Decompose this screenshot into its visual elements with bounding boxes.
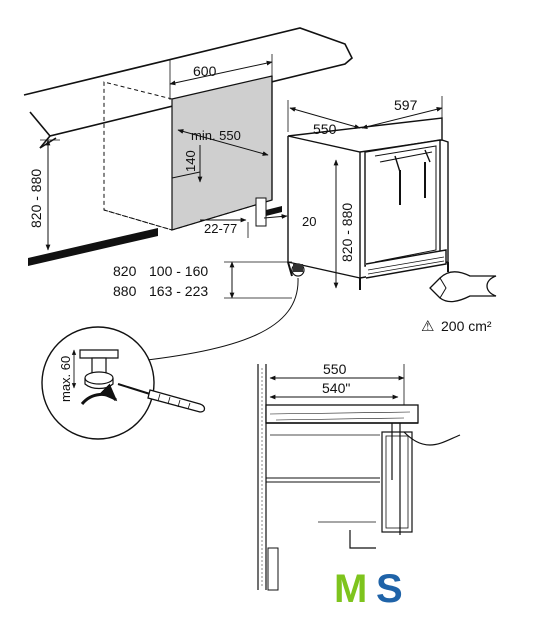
- screwdriver-icon: [117, 383, 206, 413]
- clearance-label: 20: [302, 214, 316, 229]
- appliance-height-label: 820 - 880: [339, 203, 355, 262]
- niche-height-label: 820 - 880: [28, 169, 44, 228]
- feet-row1-range: 100 - 160: [149, 263, 208, 279]
- ms-logo: M S: [334, 567, 403, 611]
- ventilation-area-label: 200 cm²: [441, 318, 492, 334]
- foot-detail: max. 60: [41, 326, 155, 440]
- offset-range-dimension: 22-77: [200, 217, 249, 238]
- appliance: [287, 117, 449, 290]
- feet-table: 820 100 - 160 880 163 - 223: [113, 261, 292, 299]
- niche-depth-dimension: min. 550: [177, 128, 269, 156]
- appliance-width-dimension: 597: [361, 96, 443, 130]
- feet-row2-height: 880: [113, 283, 137, 299]
- appliance-height-dimension: 820 - 880: [333, 159, 355, 289]
- section-detail: 550 540": [257, 361, 461, 591]
- ventilation-label-group: ⚠ 200 cm²: [421, 318, 492, 335]
- niche-height-dimension: 820 - 880: [28, 139, 60, 251]
- floor-plinth: [28, 206, 282, 266]
- appliance-width-label: 597: [394, 97, 418, 113]
- appliance-depth-dimension: 550: [287, 100, 361, 137]
- adjustable-foot: [129, 263, 305, 363]
- warning-icon: ⚠: [421, 318, 434, 335]
- clearance-dimension: 20: [263, 214, 316, 229]
- offset-140-dimension: 140: [183, 145, 203, 183]
- foot-max-label: max. 60: [58, 356, 73, 402]
- feet-row2-range: 163 - 223: [149, 283, 208, 299]
- section-dim-550-label: 550: [323, 361, 347, 377]
- section-dim-540-label: 540": [322, 380, 350, 396]
- feet-row1-height: 820: [113, 263, 137, 279]
- offset-140-label: 140: [183, 150, 198, 172]
- logo-letter-m: M: [334, 567, 367, 611]
- ventilation-arrow: [429, 271, 497, 303]
- niche-width-label: 600: [193, 63, 217, 79]
- logo-letter-s: S: [376, 567, 403, 611]
- appliance-depth-label: 550: [313, 121, 337, 137]
- offset-range-label: 22-77: [204, 221, 237, 236]
- niche-width-dimension: 600: [169, 54, 273, 100]
- niche-depth-label: min. 550: [191, 128, 241, 143]
